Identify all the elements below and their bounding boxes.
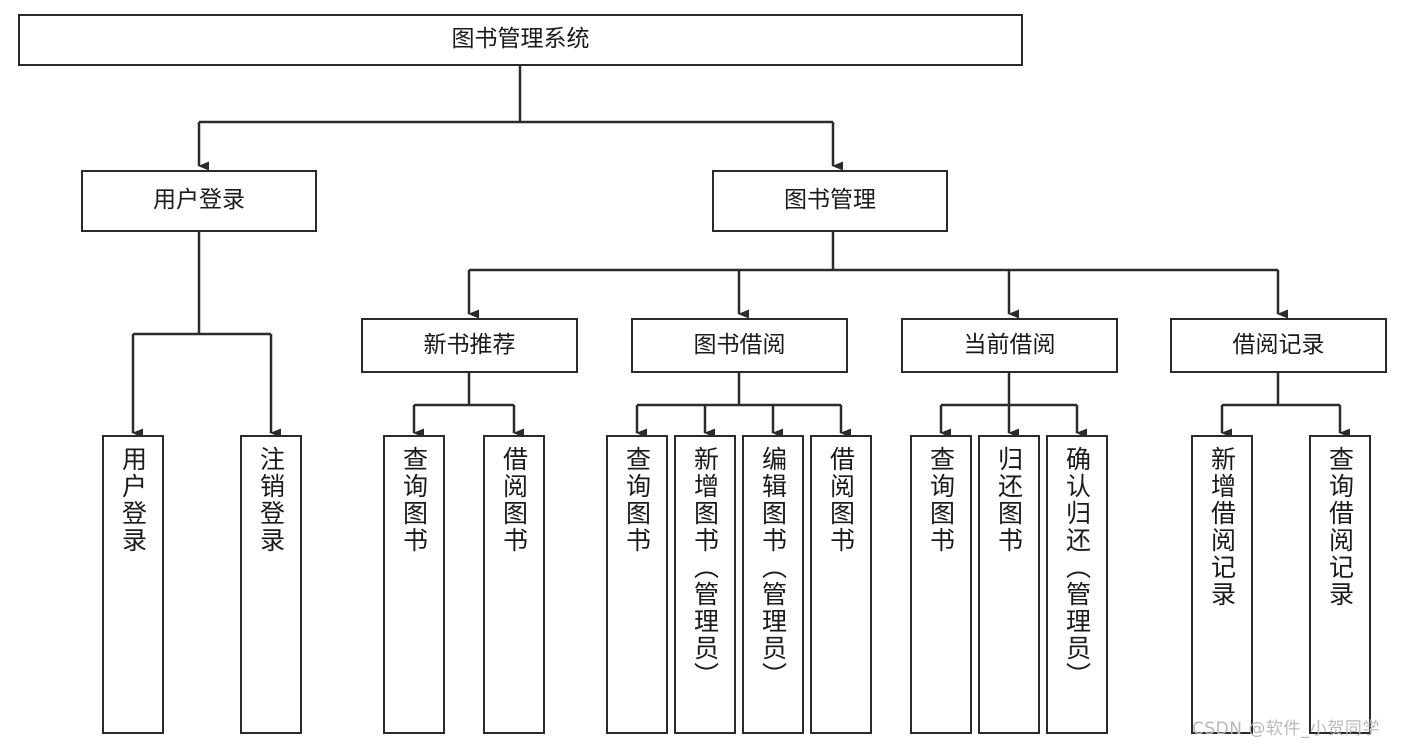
- csdn-watermark: CSDN @软件_小贺同学: [1192, 719, 1380, 739]
- leaf-bb-borrow-book[interactable]: 借阅图书: [810, 435, 872, 734]
- node-book-borrow[interactable]: 图书借阅: [631, 318, 848, 373]
- node-label: 借阅图书: [499, 446, 529, 554]
- node-label: 用户登录: [118, 446, 148, 554]
- node-label: 查询图书: [622, 446, 652, 554]
- node-current-borrow[interactable]: 当前借阅: [901, 318, 1118, 373]
- node-label: 注销登录: [256, 446, 286, 554]
- node-label: 新书推荐: [423, 331, 516, 358]
- node-user-login[interactable]: 用户登录: [81, 170, 317, 232]
- node-label: 图书借阅: [693, 331, 786, 358]
- node-label: 图书管理: [784, 187, 876, 214]
- leaf-bb-add-book-admin[interactable]: 新增图书（管理员）: [674, 435, 736, 734]
- node-label: 确认归还（管理员）: [1062, 446, 1092, 689]
- node-label: 用户登录: [153, 187, 245, 214]
- leaf-user-login[interactable]: 用户登录: [102, 435, 164, 734]
- leaf-cb-return-book[interactable]: 归还图书: [978, 435, 1040, 734]
- node-label: 图书管理系统: [451, 26, 590, 53]
- node-label: 编辑图书（管理员）: [758, 446, 788, 689]
- node-label: 借阅图书: [826, 446, 856, 554]
- leaf-br-query-record[interactable]: 查询借阅记录: [1309, 435, 1371, 734]
- node-label: 归还图书: [994, 446, 1024, 554]
- node-label: 查询图书: [926, 446, 956, 554]
- leaf-cb-query-book[interactable]: 查询图书: [910, 435, 972, 734]
- leaf-nb-query-book[interactable]: 查询图书: [383, 435, 445, 734]
- node-label: 当前借阅: [963, 331, 1056, 358]
- leaf-br-add-record[interactable]: 新增借阅记录: [1191, 435, 1253, 734]
- node-label: 新增图书（管理员）: [690, 446, 720, 689]
- node-label: 借阅记录: [1232, 331, 1325, 358]
- node-book-management[interactable]: 图书管理: [712, 170, 948, 232]
- leaf-logout[interactable]: 注销登录: [240, 435, 302, 734]
- node-label: 查询图书: [399, 446, 429, 554]
- node-root-system[interactable]: 图书管理系统: [18, 14, 1023, 66]
- node-new-book-recommend[interactable]: 新书推荐: [361, 318, 578, 373]
- leaf-bb-query-book[interactable]: 查询图书: [606, 435, 668, 734]
- node-label: 查询借阅记录: [1325, 446, 1355, 608]
- node-borrow-record[interactable]: 借阅记录: [1170, 318, 1387, 373]
- node-label: 新增借阅记录: [1207, 446, 1237, 608]
- leaf-bb-edit-book-admin[interactable]: 编辑图书（管理员）: [742, 435, 804, 734]
- leaf-nb-borrow-book[interactable]: 借阅图书: [483, 435, 545, 734]
- leaf-cb-confirm-return-admin[interactable]: 确认归还（管理员）: [1046, 435, 1108, 734]
